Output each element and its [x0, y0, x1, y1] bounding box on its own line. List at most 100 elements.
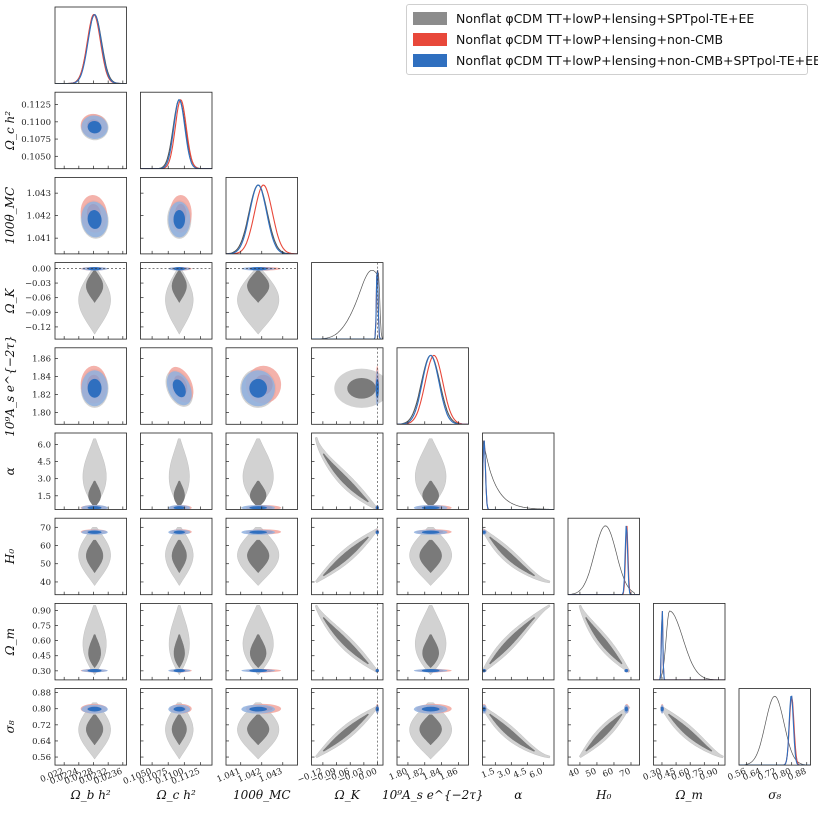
panel-frame [311, 347, 384, 425]
blue-contour [87, 121, 102, 134]
y-tick-label: 6.0 [37, 440, 51, 450]
grey-contour [489, 713, 535, 752]
grey-marginal [482, 440, 554, 510]
panel-0-0 [55, 13, 127, 84]
panel-frame [140, 91, 213, 170]
y-tick-label: −0.03 [25, 279, 51, 289]
y-axis-label: 10⁹A_s e^{−2τ} [3, 335, 17, 436]
panel-frame [396, 603, 469, 681]
blue-contour [421, 706, 440, 712]
y-tick-label: 3.0 [37, 475, 51, 485]
panel-frame [54, 91, 127, 170]
y-tick-label: 0.75 [32, 622, 51, 632]
y-tick-label: 1.84 [32, 373, 51, 383]
grey-contour [314, 437, 379, 510]
x-axis-label: σ₈ [768, 788, 781, 802]
grey-marginal [568, 525, 640, 595]
y-tick-label: 1.043 [27, 189, 51, 199]
panel-8-3 [315, 688, 379, 766]
blue-contour [660, 706, 664, 712]
panel-1-0 [80, 113, 109, 141]
y-tick-label: 0.1050 [21, 152, 51, 162]
blue-contour [87, 210, 102, 229]
y-tick-label: 0.60 [32, 637, 51, 647]
grey-contour [171, 539, 187, 574]
blue-contour [624, 669, 628, 673]
y-tick-label: 0.90 [32, 606, 51, 616]
grey-marginal [653, 610, 725, 680]
panel-frame [54, 603, 127, 681]
y-tick-label: 0.1125 [21, 101, 51, 111]
grey-contour [247, 714, 270, 746]
grey-contour [489, 536, 535, 577]
x-tick-label: 1.86 [438, 767, 459, 783]
x-axis-label: α [514, 788, 522, 802]
legend-label: Nonflat φCDM TT+lowP+lensing+non-CMB [456, 32, 724, 47]
panel-3-2 [226, 266, 298, 335]
x-tick-label: 4.5 [512, 767, 528, 781]
grey-contour [482, 528, 551, 584]
y-tick-label: 0.64 [32, 737, 51, 747]
blue-contour [173, 530, 186, 534]
panel-frame [567, 603, 640, 681]
panel-4-4 [397, 354, 469, 425]
grey-contour [322, 713, 369, 752]
panel-3-0 [55, 266, 127, 335]
panel-2-0 [80, 195, 109, 239]
blue-contour [249, 530, 268, 534]
blue-contour [87, 267, 102, 271]
panel-4-3 [334, 347, 383, 425]
panel-6-2 [237, 527, 282, 586]
red-marginal [311, 270, 383, 340]
panel-frame [396, 517, 469, 596]
panel-3-1 [140, 266, 212, 335]
y-tick-label: −0.06 [25, 294, 51, 304]
panel-7-6 [578, 604, 631, 673]
y-tick-label: 70 [40, 523, 51, 533]
panel-4-0 [80, 365, 109, 408]
panel-frame [653, 603, 726, 681]
panel-5-2 [241, 438, 282, 510]
panel-frame [567, 517, 640, 596]
y-axis-label: Ω_K [3, 287, 17, 314]
panel-6-1 [165, 527, 194, 586]
panel-2-2 [226, 184, 298, 254]
x-tick-label: 1.043 [258, 767, 284, 785]
panel-3-3 [311, 262, 383, 340]
y-tick-label: 0.30 [32, 667, 51, 677]
grey-contour [171, 270, 187, 304]
y-tick-label: 1.86 [32, 355, 51, 365]
panel-7-7 [653, 610, 725, 680]
x-tick-label: 6.0 [528, 767, 544, 781]
blue-contour [249, 506, 268, 510]
panel-5-4 [413, 438, 452, 510]
panel-6-4 [409, 527, 452, 586]
blue-marginal [482, 440, 554, 510]
y-tick-label: 40 [40, 578, 51, 588]
panel-frame [311, 603, 384, 681]
panel-frame [482, 517, 555, 596]
blue-contour [249, 706, 268, 712]
y-tick-label: 60 [40, 542, 51, 552]
grey-contour [419, 714, 442, 746]
panel-8-0 [78, 702, 111, 760]
panel-8-1 [165, 702, 194, 760]
grey-contour [419, 539, 442, 574]
y-tick-label: 1.042 [27, 212, 51, 222]
x-tick-label: 60 [601, 767, 615, 780]
grey-marginal [397, 354, 469, 425]
blue-marginal [140, 99, 212, 169]
grey-marginal [739, 695, 811, 766]
panel-8-4 [409, 702, 452, 760]
legend-swatch-red [413, 33, 447, 46]
legend-label: Nonflat φCDM TT+lowP+lensing+SPTpol-TE+E… [456, 11, 755, 26]
panel-frame [54, 262, 127, 340]
panel-frame [567, 688, 640, 766]
panel-8-2 [237, 702, 282, 760]
blue-contour [421, 530, 440, 534]
panel-7-4 [413, 605, 452, 676]
panel-frame [738, 688, 811, 766]
red-marginal [653, 610, 725, 680]
legend-swatch-grey [413, 12, 447, 25]
